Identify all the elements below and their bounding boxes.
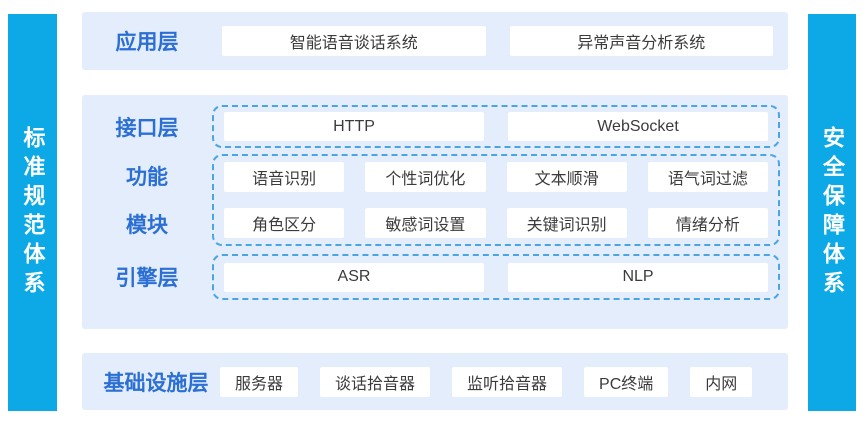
module-personalized-word-optimization: 个性词优化: [365, 162, 486, 192]
interface-layer-label-col: 接口层: [82, 105, 212, 148]
module-sensitive-word-settings: 敏感词设置: [365, 208, 486, 238]
standard-spec-label: 标准规范体系: [20, 125, 46, 300]
interface-layer-label: 接口层: [115, 116, 179, 140]
engine-layer-row: 引擎层 ASR NLP: [82, 254, 788, 300]
application-layer-label: 应用层: [115, 31, 179, 54]
infra-item-monitoring-microphone: 监听拾音器: [452, 366, 563, 397]
engine-layer-label: 引擎层: [115, 267, 179, 290]
interface-layer-group: HTTP WebSocket: [212, 105, 780, 148]
infrastructure-layer-items: 服务器 谈话拾音器 监听拾音器 PC终端 内网: [220, 366, 753, 397]
application-layer-label-col: 应用层: [82, 26, 212, 56]
function-modules-group: 语音识别 个性词优化 文本顺滑 语气词过滤 角色区分 敏感词设置 关键词识别 情…: [212, 154, 780, 246]
module-filler-word-filter: 语气词过滤: [647, 162, 768, 192]
module-text-smoothing: 文本顺滑: [506, 162, 627, 192]
module-speech-recognition: 语音识别: [224, 162, 345, 192]
module-emotion-analysis: 情绪分析: [647, 208, 768, 238]
infra-item-server: 服务器: [220, 366, 299, 397]
security-assurance-label: 安全保障体系: [820, 125, 845, 300]
engine-item-asr: ASR: [224, 262, 484, 292]
standard-spec-sidebar: 标准规范体系: [8, 14, 57, 411]
module-role-separation: 角色区分: [224, 208, 345, 238]
application-layer-items: 智能语音谈话系统 异常声音分析系统: [212, 26, 788, 56]
function-modules-row: 功能 模块 语音识别 个性词优化 文本顺滑 语气词过滤 角色区分 敏感词设置 关…: [82, 154, 788, 246]
app-item-abnormal-sound-system: 异常声音分析系统: [509, 26, 773, 56]
interface-item-websocket: WebSocket: [508, 112, 768, 141]
module-keyword-recognition: 关键词识别: [506, 208, 627, 238]
engine-item-nlp: NLP: [508, 262, 768, 292]
engine-layer-group: ASR NLP: [212, 254, 780, 300]
infra-item-conversation-microphone: 谈话拾音器: [320, 366, 431, 397]
infra-item-intranet: 内网: [690, 366, 753, 397]
engine-layer-label-col: 引擎层: [82, 254, 212, 300]
application-layer-panel: 应用层 智能语音谈话系统 异常声音分析系统: [82, 12, 788, 70]
infra-item-pc-terminal: PC终端: [584, 366, 669, 397]
infrastructure-layer-panel: 基础设施层 服务器 谈话拾音器 监听拾音器 PC终端 内网: [82, 353, 788, 410]
app-item-voice-dialog-system: 智能语音谈话系统: [222, 26, 486, 56]
infrastructure-layer-label: 基础设施层: [103, 371, 209, 395]
interface-layer-row: 接口层 HTTP WebSocket: [82, 105, 788, 148]
security-assurance-sidebar: 安全保障体系: [808, 14, 856, 411]
modules-label: 模块: [126, 214, 168, 237]
infrastructure-layer-label-col: 基础设施层: [92, 367, 220, 397]
interface-item-http: HTTP: [224, 112, 484, 141]
middle-panel: 接口层 HTTP WebSocket 功能 模块 语音识别 个性词优化 文本顺滑…: [82, 95, 788, 329]
function-label: 功能: [126, 166, 168, 189]
function-modules-label-col: 功能 模块: [82, 154, 212, 246]
